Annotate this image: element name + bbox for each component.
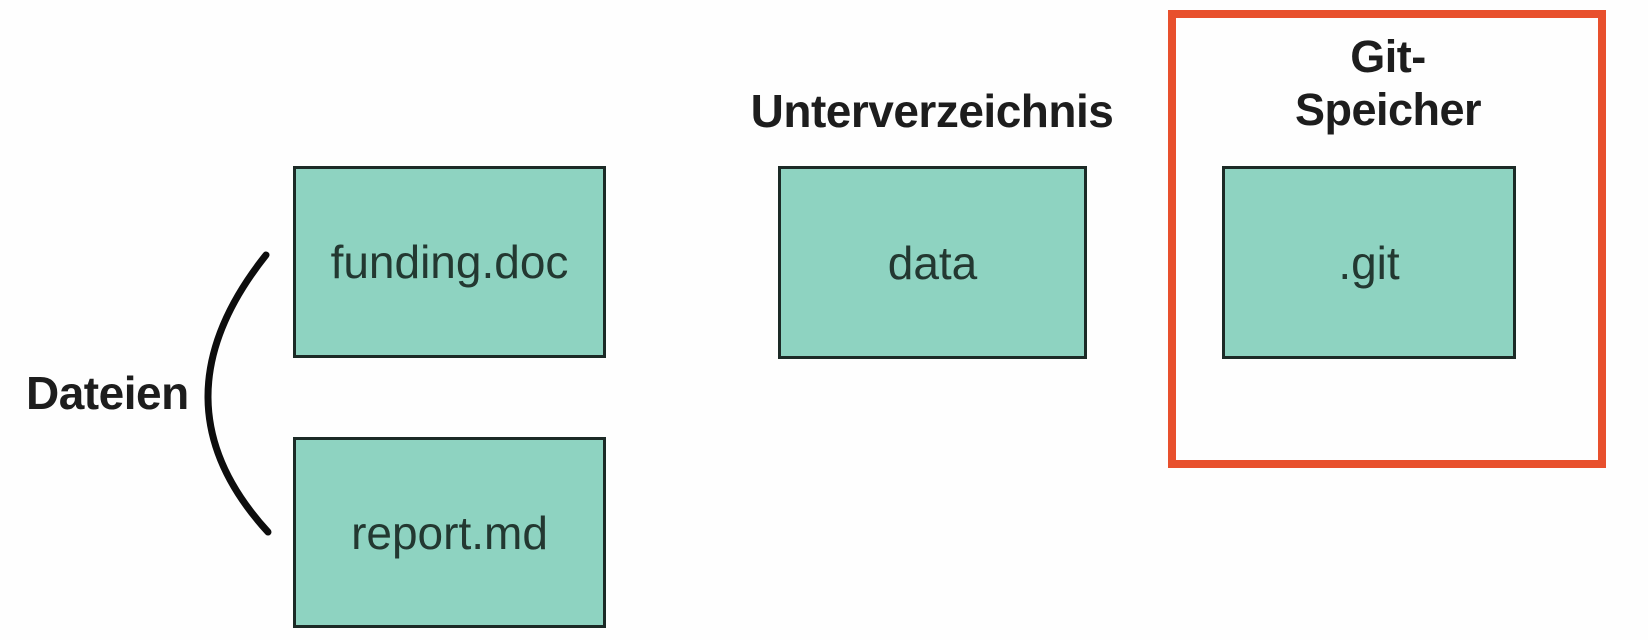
subdirectory-heading: Unterverzeichnis bbox=[750, 85, 1114, 137]
git-storage-heading-line2: Speicher bbox=[1294, 84, 1482, 135]
files-group-label: Dateien bbox=[26, 367, 189, 419]
file-box-report-md-label: report.md bbox=[351, 506, 548, 559]
files-brace-curve bbox=[204, 251, 272, 536]
git-storage-heading-line1: Git- bbox=[1350, 31, 1426, 82]
subdirectory-box-data-label: data bbox=[887, 236, 978, 289]
file-box-funding-doc-label: funding.doc bbox=[330, 236, 569, 288]
git-storage-highlight-frame bbox=[1168, 10, 1606, 468]
file-box-funding-doc: funding.doc bbox=[293, 166, 606, 358]
subdirectory-box-data: data bbox=[778, 166, 1087, 359]
git-storage-heading: Git- Speicher bbox=[1188, 30, 1588, 136]
git-box-dot-git-label: .git bbox=[1338, 236, 1400, 289]
file-box-report-md: report.md bbox=[293, 437, 606, 628]
git-box-dot-git: .git bbox=[1222, 166, 1516, 359]
